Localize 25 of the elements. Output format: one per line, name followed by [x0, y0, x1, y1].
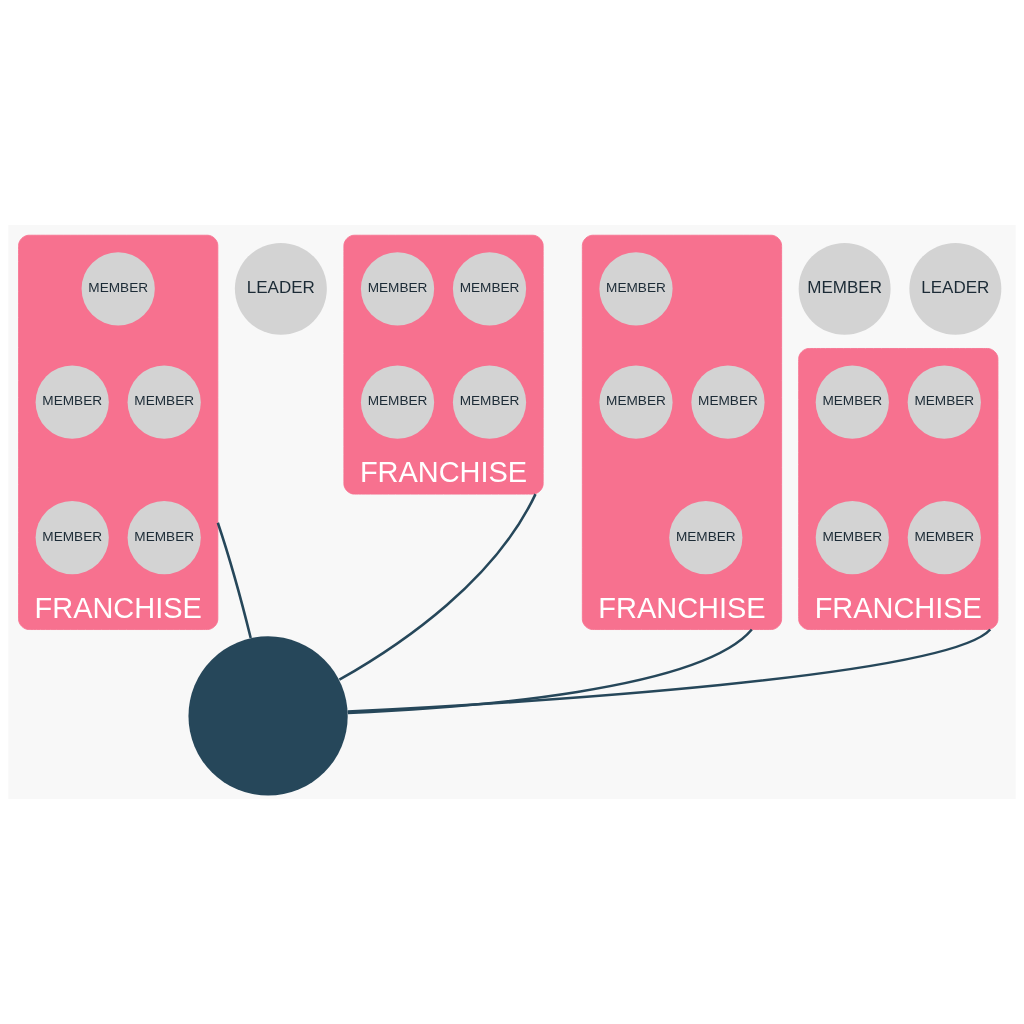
node-circle: MEMBER [669, 500, 743, 575]
node-circle: MEMBER [35, 365, 109, 439]
node-circle: MEMBER [798, 242, 891, 335]
node-circle: MEMBER [360, 365, 435, 439]
node-circle: MEMBER [81, 252, 155, 326]
node-circle: MEMBER [127, 500, 201, 575]
node-circle: MEMBER [815, 365, 889, 439]
node-circle: MEMBER [35, 500, 109, 575]
node-circle: MEMBER [452, 365, 527, 439]
node-circle: LEADER [234, 242, 327, 335]
connector [347, 628, 991, 713]
node-circle: LEADER [909, 242, 1002, 335]
node-circle: MEMBER [127, 365, 201, 439]
node-circle: MEMBER [599, 252, 673, 326]
node-circle: MEMBER [907, 500, 981, 575]
node-circle: MEMBER [815, 500, 889, 575]
connector [216, 522, 252, 639]
node-circle: MEMBER [691, 365, 765, 439]
connector [347, 628, 753, 715]
node-circle: MEMBER [452, 252, 527, 326]
node-circle [188, 636, 348, 796]
connector [338, 493, 537, 681]
node-circle: MEMBER [360, 252, 435, 326]
node-circle: MEMBER [599, 365, 673, 439]
node-circle: MEMBER [907, 365, 981, 439]
